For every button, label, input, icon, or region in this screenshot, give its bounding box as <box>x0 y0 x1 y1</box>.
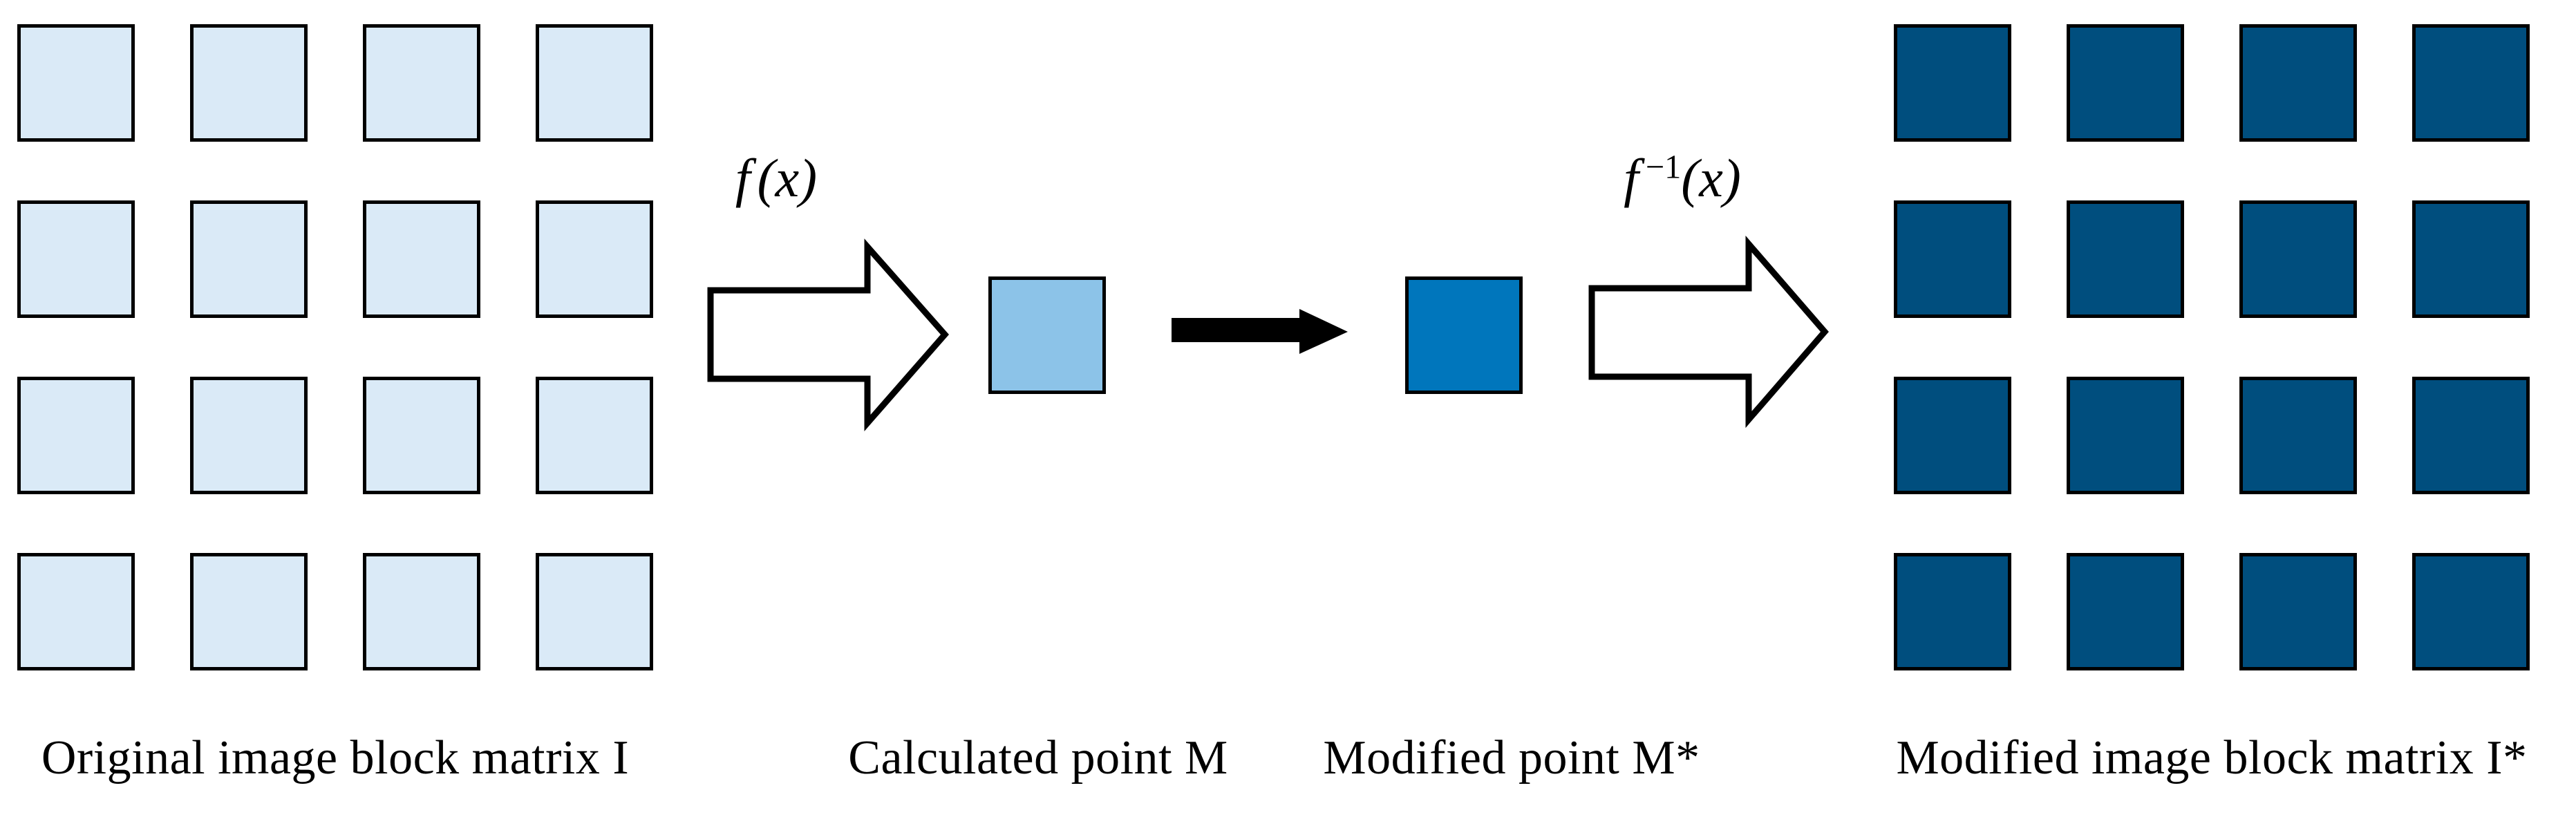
forward-transform-arrow <box>707 238 949 431</box>
block-cell <box>2067 377 2184 494</box>
function-exponent: −1 <box>1645 149 1682 186</box>
block-cell <box>363 200 480 318</box>
block-cell <box>17 24 135 142</box>
inverse-function-label: f−1(x) <box>1551 151 1814 206</box>
modified-point-square <box>1405 276 1523 394</box>
block-cell <box>1894 24 2011 142</box>
block-cell <box>17 553 135 670</box>
block-cell <box>2239 200 2357 318</box>
block-cell <box>2239 24 2357 142</box>
block-cell <box>2412 200 2530 318</box>
mapping-arrow <box>1172 309 1348 354</box>
block-cell <box>190 553 308 670</box>
function-f: f <box>1624 148 1639 208</box>
block-cell <box>536 377 653 494</box>
block-cell <box>2067 24 2184 142</box>
block-cell <box>2412 553 2530 670</box>
modified-point-label: Modified point M* <box>1323 731 1700 785</box>
block-cell <box>363 553 480 670</box>
block-cell <box>1894 377 2011 494</box>
block-cell <box>536 553 653 670</box>
block-cell <box>363 377 480 494</box>
function-args: (x) <box>757 148 818 208</box>
function-f: f <box>735 148 751 208</box>
block-cell <box>2067 553 2184 670</box>
block-cell <box>2067 200 2184 318</box>
block-cell <box>1894 200 2011 318</box>
block-cell <box>2412 377 2530 494</box>
block-cell <box>190 200 308 318</box>
block-cell <box>536 200 653 318</box>
block-cell <box>2239 377 2357 494</box>
forward-function-label: f(x) <box>666 151 887 206</box>
modified-matrix-grid <box>1894 24 2530 670</box>
function-args: (x) <box>1681 148 1741 208</box>
block-cell <box>17 377 135 494</box>
block-cell <box>2412 24 2530 142</box>
block-cell <box>1894 553 2011 670</box>
modified-matrix-label: Modified image block matrix I* <box>1896 731 2528 785</box>
block-cell <box>190 377 308 494</box>
inverse-transform-arrow <box>1588 235 1829 429</box>
calculated-point-label: Calculated point M <box>848 731 1228 785</box>
block-cell <box>363 24 480 142</box>
block-cell <box>2239 553 2357 670</box>
original-matrix-label: Original image block matrix I <box>41 731 630 785</box>
original-matrix-grid <box>17 24 653 670</box>
block-cell <box>17 200 135 318</box>
calculated-point-square <box>988 276 1106 394</box>
block-cell <box>190 24 308 142</box>
block-cell <box>536 24 653 142</box>
